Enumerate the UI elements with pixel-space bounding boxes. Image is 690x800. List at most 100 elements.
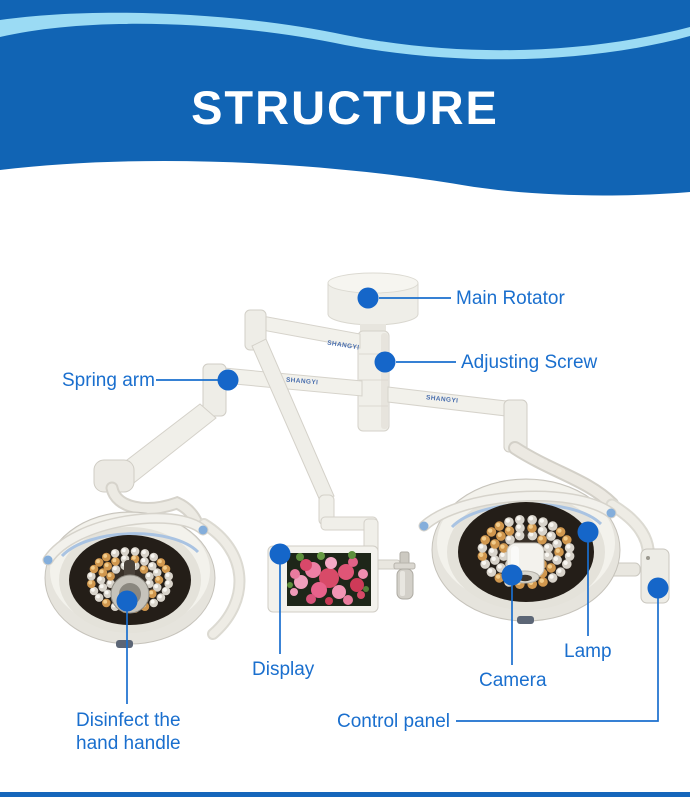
led-bulb	[563, 536, 568, 541]
led-bulb	[150, 553, 155, 558]
upper-left-arm	[244, 309, 361, 351]
led-bulb	[103, 553, 108, 558]
led-bulb	[319, 568, 339, 588]
led-bulb	[163, 587, 167, 592]
led-bulb	[317, 552, 325, 560]
led-bulb	[141, 566, 145, 571]
led-bulb	[96, 594, 100, 599]
led-bulb	[544, 552, 550, 557]
brand-text: SHANGYI	[327, 340, 360, 352]
led-bulb	[141, 550, 146, 555]
led-bulb	[363, 586, 369, 592]
led-bulb	[90, 587, 95, 592]
lamp-dot	[577, 521, 599, 543]
led-bulb	[544, 544, 550, 549]
led-bulb	[505, 518, 510, 523]
led-bulb	[358, 569, 368, 579]
led-bulb	[553, 556, 559, 561]
led-bulb	[566, 544, 571, 549]
main-rotator-dot	[357, 287, 379, 309]
wave-banner	[0, 0, 690, 196]
led-bulb	[497, 564, 502, 569]
right-arm	[387, 386, 528, 453]
led-bulb	[547, 532, 553, 537]
led-bulb	[96, 559, 100, 564]
led-bulb	[557, 528, 562, 533]
led-bulb	[311, 582, 327, 598]
led-bulb	[103, 599, 108, 604]
led-bulb	[107, 580, 112, 585]
led-bulb	[150, 599, 155, 604]
led-bulb	[343, 595, 353, 605]
led-bulb	[97, 576, 102, 581]
brand-text: SHANGYI	[286, 377, 319, 387]
spring-arm-assembly	[93, 403, 217, 530]
central-column	[357, 330, 390, 432]
led-bulb	[88, 573, 93, 577]
led-bulb	[506, 536, 511, 541]
handle-blue-tip	[198, 525, 208, 535]
led-bulb	[566, 552, 571, 557]
led-bulb	[553, 540, 559, 545]
led-bulb	[528, 524, 533, 529]
display-dot	[269, 543, 291, 565]
led-bulb	[495, 574, 501, 579]
camera-label: Camera	[479, 670, 547, 691]
side-handle-knob	[393, 551, 416, 600]
led-bulb	[112, 558, 117, 563]
led-bulb	[325, 597, 333, 605]
led-bulb	[557, 568, 562, 573]
led-bulb	[528, 516, 534, 521]
display-label: Display	[252, 659, 315, 680]
led-bulb	[296, 553, 304, 561]
left-lamp-head	[42, 511, 246, 648]
led-bulb	[332, 585, 346, 599]
led-bulb	[488, 528, 493, 533]
led-bulb	[112, 550, 116, 555]
led-bulb	[489, 548, 494, 553]
led-bulb	[149, 590, 154, 595]
handle-blue-tip	[43, 555, 53, 565]
led-bulb	[287, 582, 293, 588]
spring-arm-dot	[217, 369, 239, 391]
led-bulb	[539, 578, 544, 583]
led-bulb	[131, 555, 136, 560]
led-bulb	[481, 536, 487, 541]
led-bulb	[357, 591, 365, 599]
led-bulb	[88, 580, 93, 585]
led-bulb	[149, 563, 154, 567]
screen-flower-image	[287, 551, 369, 605]
led-bulb	[294, 575, 308, 589]
light-wave-stripe	[0, 12, 690, 60]
callout-lines	[126, 297, 659, 722]
led-bulb	[155, 576, 160, 581]
led-bulb	[348, 557, 358, 567]
monitor-support-arm	[251, 338, 401, 570]
led-bulb	[165, 580, 170, 585]
led-bulb	[539, 518, 544, 523]
led-bulb	[348, 551, 356, 559]
led-bulb	[529, 532, 534, 537]
control-panel-dot	[647, 577, 669, 599]
spring-arm-label: Spring arm	[62, 370, 155, 391]
led-bulb	[491, 540, 496, 545]
led-bulb	[157, 559, 162, 564]
led-bulb	[165, 573, 170, 577]
led-bulb	[99, 584, 104, 589]
led-bulb	[122, 555, 126, 560]
led-bulb	[104, 590, 109, 595]
led-bulb	[306, 594, 316, 604]
led-bulb	[563, 560, 568, 565]
led-bulb	[90, 565, 95, 570]
disinfect-handle-label-line1: Disinfect the	[76, 710, 181, 731]
led-bulb	[491, 556, 496, 561]
led-bulb	[555, 548, 560, 553]
led-bulb	[538, 536, 543, 541]
led-bulb	[325, 557, 337, 569]
led-bulb	[500, 544, 505, 549]
led-bulb	[157, 594, 162, 599]
led-bulb	[479, 544, 484, 549]
led-bulb	[104, 563, 109, 567]
lamp-label: Lamp	[564, 641, 612, 662]
